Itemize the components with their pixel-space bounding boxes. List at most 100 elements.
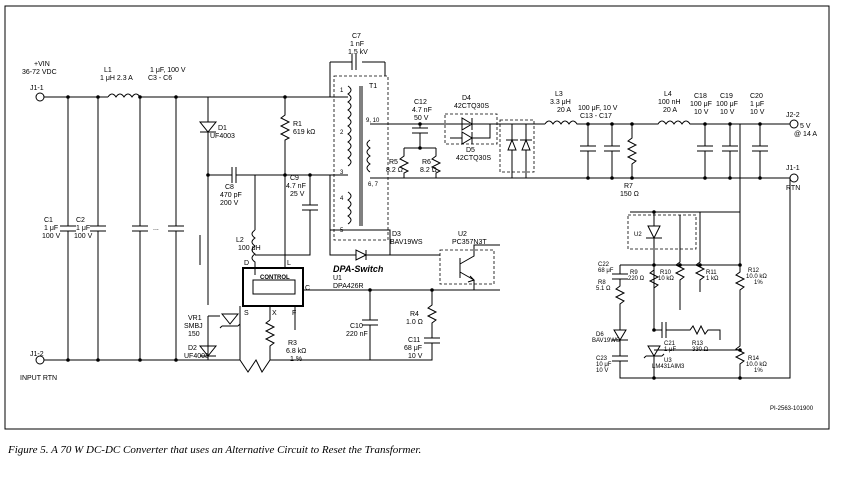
c1-voltage: 100 V	[42, 233, 61, 240]
vr1-zener	[219, 313, 241, 329]
c1-value: 1 μF	[44, 225, 58, 232]
feedback-section: U2 C22 68 μF R8 5.1 Ω R9 220 Ω R10 10 kΩ…	[592, 124, 791, 380]
c7-capacitor	[351, 54, 357, 70]
c20-voltage: 10 V	[750, 109, 765, 116]
c22-ref: C22	[598, 262, 610, 268]
c18-c20-caps	[697, 124, 768, 178]
c8-capacitor	[208, 167, 330, 183]
c11-voltage: 10 V	[408, 353, 423, 360]
feedback-return	[740, 178, 791, 379]
r3-value: 6.8 kΩ	[286, 348, 306, 355]
r3-ref: R3	[288, 340, 297, 347]
r1-ref: R1	[293, 121, 302, 128]
d2-diode	[198, 345, 218, 357]
r5-value: 8.2 Ω	[386, 167, 403, 174]
r10-resistor	[674, 215, 686, 310]
c10-capacitor: C10 220 nF	[346, 288, 378, 360]
r13-ref: R13	[692, 341, 704, 347]
l2-ref: L2	[236, 237, 244, 244]
l3-value: 3.3 μH	[550, 99, 571, 106]
r10-value: 10 kΩ	[658, 276, 674, 282]
t1-pin-9-10: 9, 10	[366, 118, 380, 124]
c23-value: 10 μF	[596, 362, 612, 368]
c12-value: 4.7 nF	[412, 107, 432, 114]
l3-current: 20 A	[557, 107, 571, 114]
c10-ref: C10	[350, 323, 363, 330]
c22-value: 68 μF	[598, 268, 614, 274]
d1-ref: D1	[218, 125, 227, 132]
r12-ref: R12	[748, 268, 760, 274]
r11-resistor	[694, 212, 706, 292]
t1-secondary	[366, 139, 371, 173]
u2-optocoupler: U2 PC357N3T	[390, 231, 500, 290]
r8-ref: R8	[598, 280, 606, 286]
d3-ref: D3	[392, 231, 401, 238]
u2-part: PC357N3T	[452, 239, 487, 246]
c10-value: 220 nF	[346, 331, 368, 338]
j1-2-label: J1-2	[30, 351, 44, 358]
c22-r8	[612, 265, 628, 318]
t1-aux	[347, 191, 352, 225]
output-main-rail	[544, 120, 790, 125]
pin-x: X	[272, 310, 277, 317]
d1-part: UF4003	[210, 133, 235, 140]
r7-resistor	[626, 124, 638, 178]
r9-ref: R9	[630, 270, 638, 276]
r7-value: 150 Ω	[620, 191, 639, 198]
c11-value: 68 μF	[404, 345, 422, 352]
l3-ref: L3	[555, 91, 563, 98]
clamp-section: D1 UF4003 C8 470 pF 200 V VR1 SMBJ 150 D…	[184, 97, 330, 360]
terminal-j1-1-out	[789, 173, 799, 183]
c18-value: 100 μF	[690, 101, 712, 108]
vout-label: 5 V	[800, 123, 811, 130]
r14-tolerance: 1%	[754, 368, 763, 374]
t1-pin-4: 4	[340, 196, 344, 202]
r3-resistor: R3 6.8 kΩ 1 %	[239, 319, 306, 373]
r4-c11: R4 1.0 Ω C11 68 μF 10 V	[370, 288, 440, 361]
u3-ref: U3	[664, 358, 672, 364]
c9-value: 4.7 nF	[286, 183, 306, 190]
j1-1-label: J1-1	[30, 85, 44, 92]
vr1-part: SMBJ	[184, 323, 203, 330]
l4-ref: L4	[664, 91, 672, 98]
r14-ref: R14	[748, 356, 760, 362]
figure-caption: Figure 5. A 70 W DC-DC Converter that us…	[8, 444, 422, 456]
c12-ref: C12	[414, 99, 427, 106]
d3-diode: D3 BAV19WS	[348, 229, 423, 261]
c7-voltage: 1.5 kV	[348, 49, 368, 56]
r11-ref: R11	[706, 270, 717, 276]
r9-resistor	[648, 265, 660, 292]
c13-c17-caps	[580, 124, 620, 178]
c8-value: 470 pF	[220, 192, 242, 199]
l2-value: 100 μH	[238, 245, 261, 252]
c11-ref: C11	[408, 337, 420, 344]
schematic-border	[4, 5, 830, 430]
r4-ref: R4	[410, 311, 419, 318]
d5-ref: D5	[466, 147, 475, 154]
c19-ref: C19	[720, 93, 733, 100]
input-capacitors	[60, 95, 184, 362]
u3-shunt-regulator	[643, 345, 740, 378]
c7-ref: C7	[352, 33, 361, 40]
d4-part: 42CTQ30S	[454, 103, 489, 110]
u1-dpa-switch: CONTROL D L C S X F DPA-Switch U1 DPA426…	[239, 140, 500, 360]
terminal-j1-1	[35, 92, 45, 102]
pin-f: F	[292, 310, 296, 317]
c19-value: 100 μF	[716, 101, 738, 108]
r14-value: 10.0 kΩ	[746, 362, 767, 368]
iout-label: @ 14 A	[794, 131, 817, 138]
pin-d: D	[244, 260, 249, 267]
d5-part: 42CTQ30S	[456, 155, 491, 162]
c19-voltage: 10 V	[720, 109, 735, 116]
u2-led	[646, 225, 662, 240]
d4-d5-diodes: D4 42CTQ30S D5 42CTQ30S	[444, 95, 545, 178]
l4-current: 20 A	[663, 107, 677, 114]
c9-voltage: 25 V	[290, 191, 305, 198]
vr1-voltage: 150	[188, 331, 200, 338]
c18-voltage: 10 V	[694, 109, 709, 116]
u2-led-ref: U2	[634, 232, 642, 238]
t1-transformer: T1 C7 1 nF 1.5 kV 1 2 3 4 5 6, 7 9, 10	[329, 33, 440, 256]
r8-value: 5.1 Ω	[596, 286, 611, 292]
